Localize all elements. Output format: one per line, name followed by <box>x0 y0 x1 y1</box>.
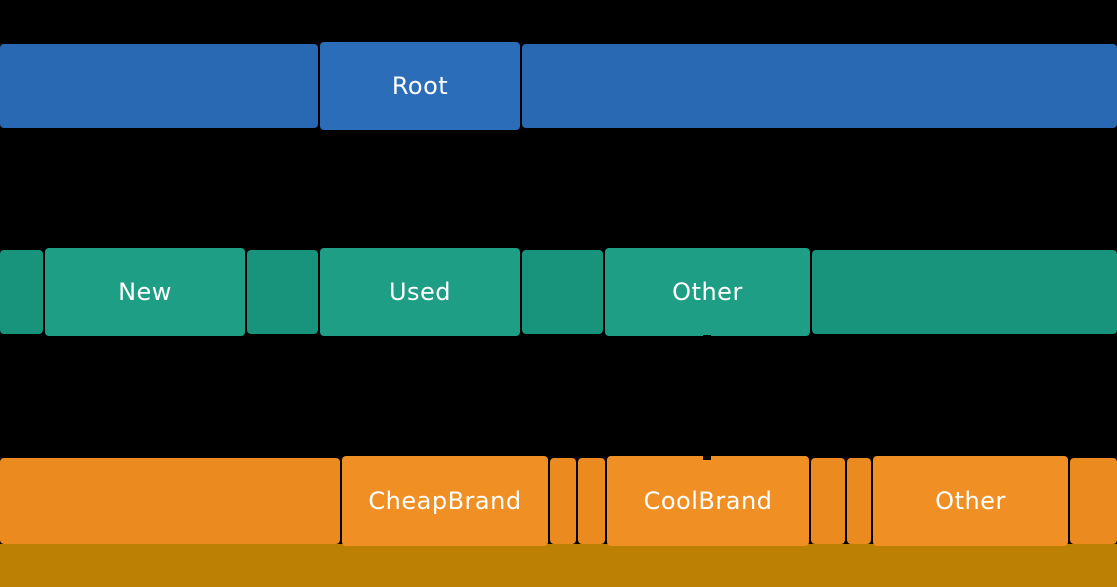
node-unlabeled-level-2-brand[interactable] <box>1070 458 1117 544</box>
node-unlabeled-level-2-brand[interactable] <box>0 458 340 544</box>
node-label: New <box>118 278 172 306</box>
node-label: CoolBrand <box>643 487 773 515</box>
node-other[interactable]: Other <box>605 248 810 336</box>
node-unlabeled-level-1-condition[interactable] <box>247 250 318 334</box>
node-label: Other <box>935 487 1006 515</box>
node-unlabeled-level-2-brand[interactable] <box>847 458 871 544</box>
node-cheapbrand[interactable]: CheapBrand <box>342 456 548 546</box>
node-unlabeled-level-2-brand[interactable] <box>578 458 605 544</box>
node-unlabeled-level-0-root[interactable] <box>522 44 1117 128</box>
node-label: Root <box>391 72 449 100</box>
node-unlabeled-level-0-root[interactable] <box>0 44 318 128</box>
node-coolbrand[interactable]: CoolBrand <box>607 456 809 546</box>
connector-nub <box>703 456 711 460</box>
node-unlabeled-level-2-brand[interactable] <box>550 458 576 544</box>
node-label: Used <box>388 278 452 306</box>
node-unlabeled-level-3-clipped[interactable] <box>0 544 1117 587</box>
node-label: Other <box>672 278 743 306</box>
node-unlabeled-level-1-condition[interactable] <box>0 250 43 334</box>
connector-nub <box>703 335 711 340</box>
node-root[interactable]: Root <box>320 42 520 130</box>
node-unlabeled-level-2-brand[interactable] <box>811 458 845 544</box>
node-used[interactable]: Used <box>320 248 520 336</box>
node-new[interactable]: New <box>45 248 245 336</box>
node-label: CheapBrand <box>368 487 522 515</box>
node-unlabeled-level-1-condition[interactable] <box>812 250 1117 334</box>
node-unlabeled-level-1-condition[interactable] <box>522 250 603 334</box>
node-other[interactable]: Other <box>873 456 1068 546</box>
